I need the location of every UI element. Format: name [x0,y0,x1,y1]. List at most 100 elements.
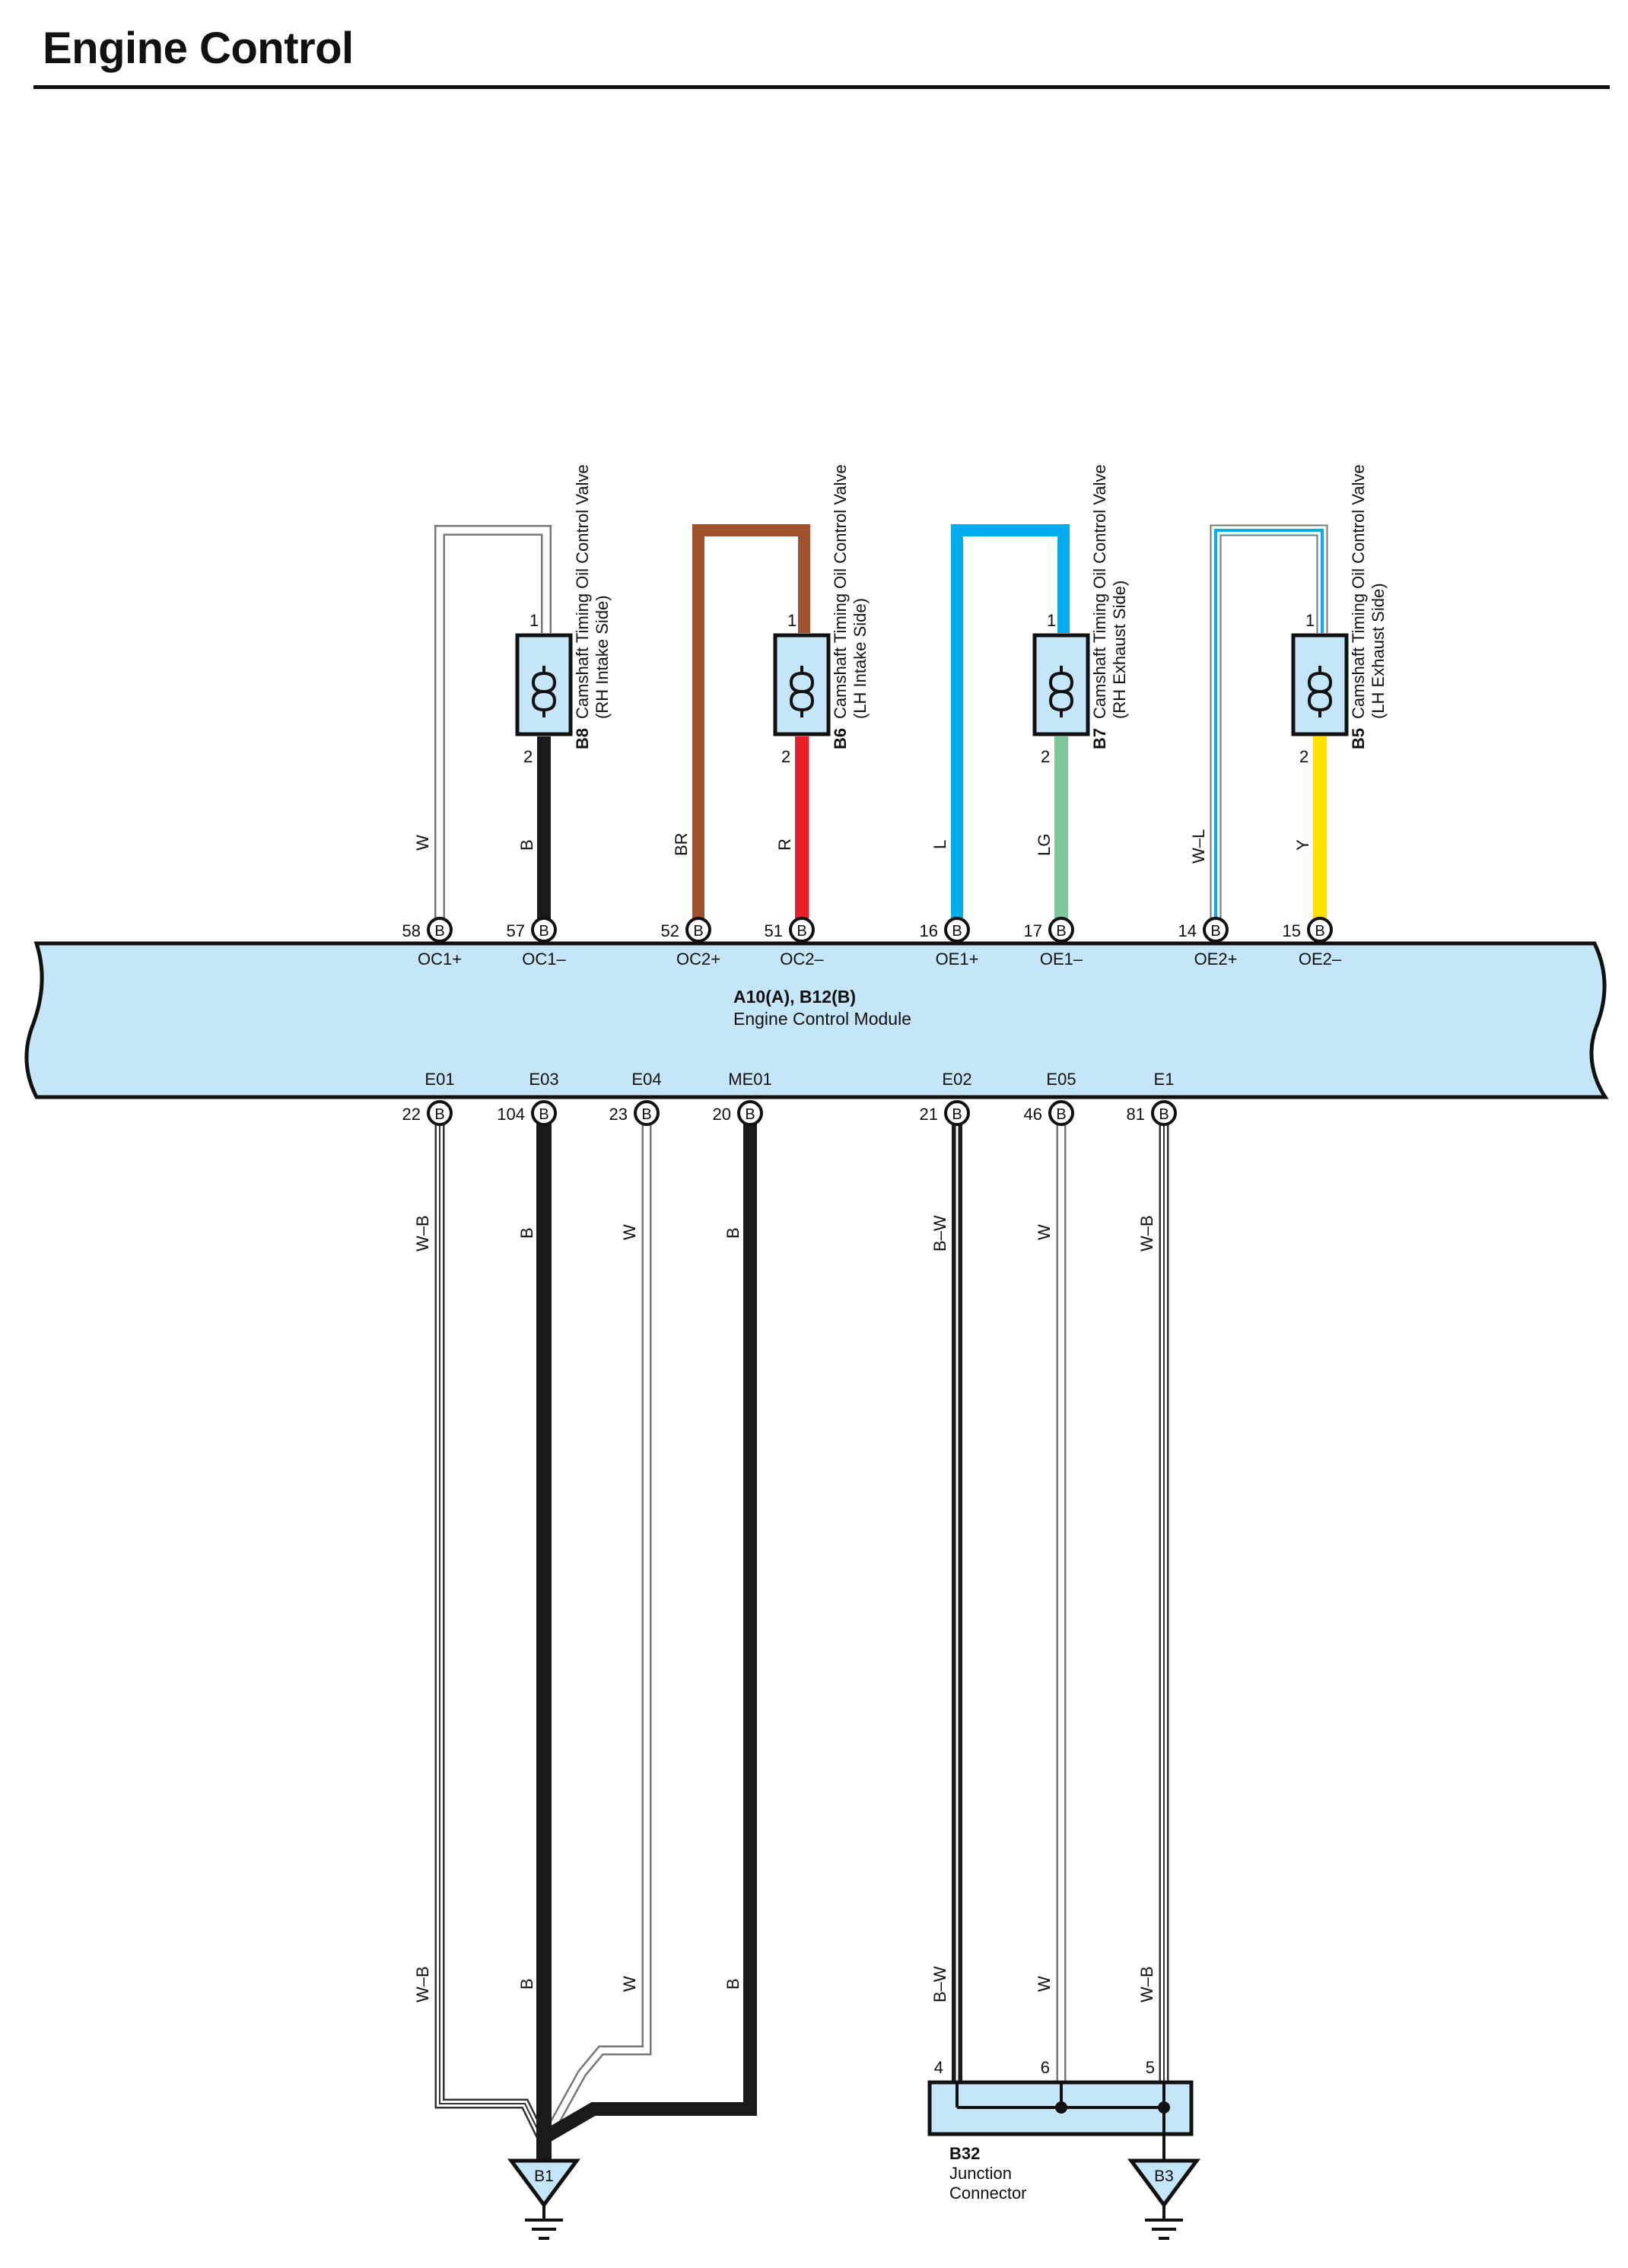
valve-side: (LH Exhaust Side) [1369,583,1388,719]
terminal-name: OE2– [1299,950,1342,969]
ground-icon [1127,2158,1200,2209]
terminal-104[interactable]: E03 B 104 [497,1070,559,1126]
valve-name: Camshaft Timing Oil Control Valve [1090,464,1109,719]
terminal-17[interactable]: B 17 OE1– [1024,917,1083,969]
terminal-connector-letter: B [434,1106,444,1123]
valve-b5[interactable]: 1 2 B5 Camshaft Timing Oil Control Valve… [1291,464,1388,766]
terminal-connector-letter: B [434,923,444,940]
terminal-connector-letter: B [693,923,703,940]
wire-label: W [1035,1224,1054,1240]
wire-label: W–B [1137,1966,1156,2002]
terminal-pin: 21 [920,1105,938,1124]
terminal-pin: 15 [1283,921,1301,940]
ecm-ref: A10(A), B12(B) [733,987,856,1007]
ground-icon [507,2158,580,2209]
wire-w-oc1-plus [434,525,552,930]
valve-pin-top: 1 [787,611,797,630]
terminal-pin: 57 [507,921,525,940]
valve-b7[interactable]: 1 2 B7 Camshaft Timing Oil Control Valve… [1032,464,1129,766]
title-rule [33,85,1610,89]
terminal-pin: 58 [402,921,421,940]
junction-label: Connector [949,2184,1027,2203]
wire-label: B [723,1978,742,1990]
terminal-23[interactable]: E04 B 23 [609,1070,662,1126]
terminal-name: OE1– [1040,950,1083,969]
solenoid-coil-icon [1048,666,1074,717]
ground-b3[interactable]: B3 [1127,2134,1200,2240]
wire-label: B [517,1978,536,1990]
ground-ref: B3 [1154,2168,1174,2185]
terminal-connector-letter: B [1210,923,1220,940]
valve-pin-top: 1 [1305,611,1315,630]
wire-label: W–B [413,1966,432,2002]
terminal-pin: 17 [1024,921,1042,940]
terminal-22[interactable]: E01 B 22 [402,1070,455,1126]
terminal-21[interactable]: E02 B 21 [920,1070,972,1126]
solenoid-coil-icon [531,666,557,717]
terminal-connector-letter: B [641,1106,651,1123]
ground-ref: B1 [534,2168,554,2185]
valve-pin-top: 1 [1047,611,1056,630]
wire-b-me01 [542,1115,757,2142]
terminal-58[interactable]: B 58 OC1+ [402,917,463,969]
terminal-pin: 20 [713,1105,731,1124]
ground-b1[interactable]: B1 [507,2158,580,2240]
terminal-connector-letter: B [1056,1106,1066,1123]
valve-name: Camshaft Timing Oil Control Valve [1349,464,1368,719]
valve-side: (RH Intake Side) [593,595,612,719]
terminal-name: E05 [1046,1070,1076,1089]
terminal-pin: 104 [497,1105,525,1124]
terminal-name: E1 [1154,1070,1175,1089]
terminal-15[interactable]: B 15 OE2– [1283,917,1342,969]
ecm-name: Engine Control Module [733,1009,911,1029]
terminal-14[interactable]: B 14 OE2+ [1178,917,1238,969]
wire-label: R [775,838,794,851]
terminal-connector-letter: B [745,1106,755,1123]
terminal-name: E02 [942,1070,971,1089]
terminal-connector-letter: B [1315,923,1324,940]
terminal-name: OE2+ [1194,950,1238,969]
terminal-57[interactable]: B 57 OC1– [507,917,567,969]
valve-side: (RH Exhaust Side) [1110,581,1129,719]
wire-label: W–B [1137,1215,1156,1252]
terminal-pin: 51 [765,921,783,940]
terminal-51[interactable]: B 51 OC2– [765,917,825,969]
junction-connector-b32[interactable]: 4 6 5 B32 Junction Connector [927,2058,1194,2203]
wire-label: W–B [413,1215,432,1252]
terminal-pin: 81 [1127,1105,1145,1124]
terminal-16[interactable]: B 16 OE1+ [920,917,979,969]
valve-b6[interactable]: 1 2 B6 Camshaft Timing Oil Control Valve… [773,464,870,766]
wire-label: B–W [930,1215,949,1252]
valve-ref: B6 [831,728,850,749]
wire-l-oe1-plus [951,524,1070,930]
valve-pin-bottom: 2 [1041,747,1050,766]
junction-label: Junction [949,2164,1012,2183]
terminal-name: OE1+ [936,950,979,969]
ecm-body[interactable] [24,941,1609,1099]
terminal-connector-letter: B [952,923,962,940]
terminal-46[interactable]: E05 B 46 [1024,1070,1076,1126]
wire-label: W [1035,1976,1054,1992]
valve-pin-top: 1 [529,611,539,630]
terminal-20[interactable]: ME01 B 20 [713,1070,772,1126]
terminal-52[interactable]: B 52 OC2+ [661,917,721,969]
valve-b8[interactable]: 1 2 B8 Camshaft Timing Oil Control Valve… [515,464,612,766]
terminal-name: E03 [529,1070,558,1089]
valve-ref: B8 [573,728,592,749]
splice-dot-icon [1055,2101,1067,2114]
terminal-81[interactable]: E1 B 81 [1127,1070,1177,1126]
terminal-name: E04 [631,1070,661,1089]
wire-label: B–W [930,1966,949,2002]
wire-label: B [723,1227,742,1239]
wire-wb-e01 [434,1115,546,2140]
terminal-name: OC2– [780,950,824,969]
terminal-connector-letter: B [539,923,548,940]
terminal-connector-letter: B [1056,923,1066,940]
terminal-connector-letter: B [539,1106,548,1123]
splice-dot-icon [1158,2101,1170,2114]
terminal-name: OC2+ [676,950,720,969]
wire-label: L [930,840,949,849]
valve-ref: B5 [1349,728,1368,749]
solenoid-coil-icon [789,666,815,717]
